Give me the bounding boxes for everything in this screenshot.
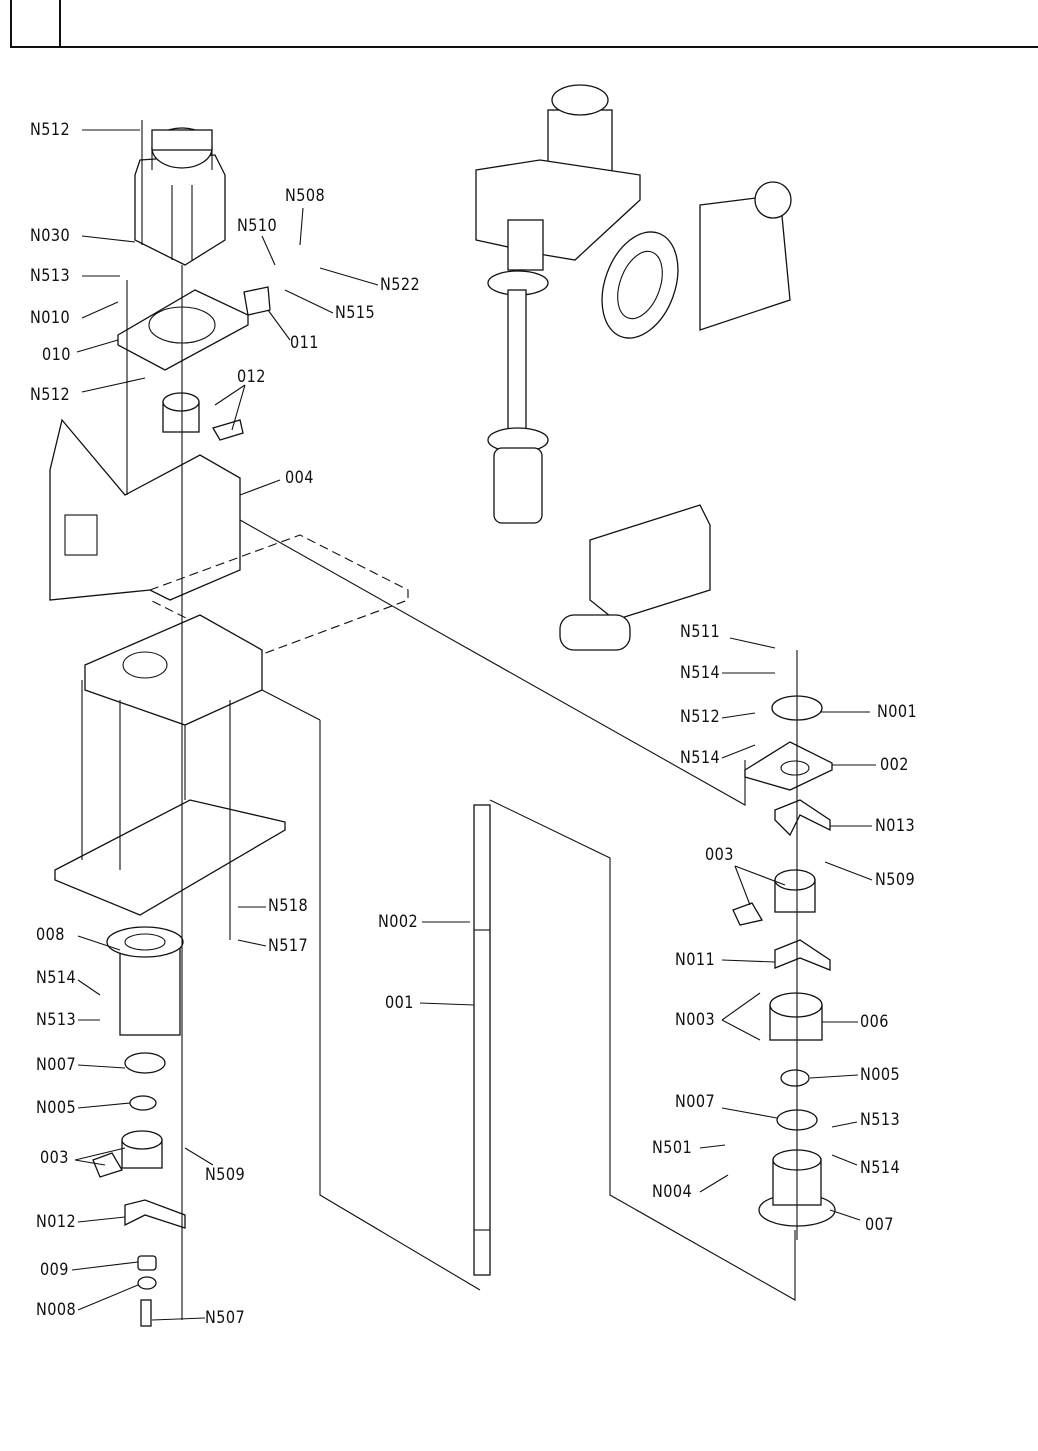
- part-label-012: 012: [237, 368, 266, 386]
- bushing-009: [138, 1256, 156, 1270]
- part-label-n030: N030: [30, 227, 70, 245]
- part-label-n509: N509: [205, 1166, 245, 1184]
- part-label-003: 003: [40, 1149, 69, 1167]
- part-label-n004: N004: [652, 1183, 692, 1201]
- part-label-n007: N007: [36, 1056, 76, 1074]
- part-label-n514: N514: [680, 664, 720, 682]
- part-label-n005: N005: [860, 1066, 900, 1084]
- part-label-n515: N515: [335, 304, 375, 322]
- part-label-008: 008: [36, 926, 65, 944]
- part-label-n513: N513: [36, 1011, 76, 1029]
- part-label-n003: N003: [675, 1011, 715, 1029]
- part-label-n011: N011: [675, 951, 715, 969]
- part-label-n510: N510: [237, 217, 277, 235]
- part-label-n512: N512: [680, 708, 720, 726]
- part-label-n518: N518: [268, 897, 308, 915]
- part-label-002: 002: [880, 756, 909, 774]
- part-label-n002: N002: [378, 913, 418, 931]
- part-label-n514: N514: [680, 749, 720, 767]
- part-label-n013: N013: [875, 817, 915, 835]
- bracket-011: [244, 287, 270, 315]
- part-label-n512: N512: [30, 386, 70, 404]
- part-label-n507: N507: [205, 1309, 245, 1327]
- belt-n013: [775, 800, 830, 835]
- part-label-n007: N007: [675, 1093, 715, 1111]
- part-label-001: 001: [385, 994, 414, 1012]
- part-label-n501: N501: [652, 1139, 692, 1157]
- part-label-006: 006: [860, 1013, 889, 1031]
- part-label-n012: N012: [36, 1213, 76, 1231]
- part-label-n005: N005: [36, 1099, 76, 1117]
- part-label-n514: N514: [860, 1159, 900, 1177]
- assembled-view: [476, 85, 791, 650]
- bearing-n007: [125, 1053, 165, 1073]
- part-label-009: 009: [40, 1261, 69, 1279]
- part-label-n509: N509: [875, 871, 915, 889]
- housing-008: [107, 927, 183, 1035]
- part-label-n508: N508: [285, 187, 325, 205]
- pulley-012: [163, 393, 243, 440]
- base-frame: [55, 615, 285, 915]
- pulley-003-left: [93, 1131, 162, 1177]
- part-label-n511: N511: [680, 623, 720, 641]
- part-label-n010: N010: [30, 309, 70, 327]
- frame-004: [50, 420, 240, 600]
- nut-n005-right: [781, 1070, 809, 1086]
- part-label-003: 003: [705, 846, 734, 864]
- belt-n012: [125, 1200, 185, 1228]
- plate-002: [745, 742, 832, 790]
- part-label-n008: N008: [36, 1301, 76, 1319]
- part-label-n001: N001: [877, 703, 917, 721]
- belt-n011: [775, 940, 830, 970]
- part-label-n514: N514: [36, 969, 76, 987]
- part-label-n513: N513: [30, 267, 70, 285]
- part-label-n513: N513: [860, 1111, 900, 1129]
- part-label-n512: N512: [30, 121, 70, 139]
- motor-n030: [135, 128, 225, 265]
- part-label-007: 007: [865, 1216, 894, 1234]
- part-label-n517: N517: [268, 937, 308, 955]
- part-label-004: 004: [285, 469, 314, 487]
- plate-010: [118, 290, 248, 370]
- part-label-010: 010: [42, 346, 71, 364]
- screw-n507: [141, 1300, 151, 1326]
- washer-n008: [138, 1277, 156, 1289]
- part-label-n522: N522: [380, 276, 420, 294]
- part-label-011: 011: [290, 334, 319, 352]
- shaft-001: [474, 805, 490, 1275]
- nut-n005: [130, 1096, 156, 1110]
